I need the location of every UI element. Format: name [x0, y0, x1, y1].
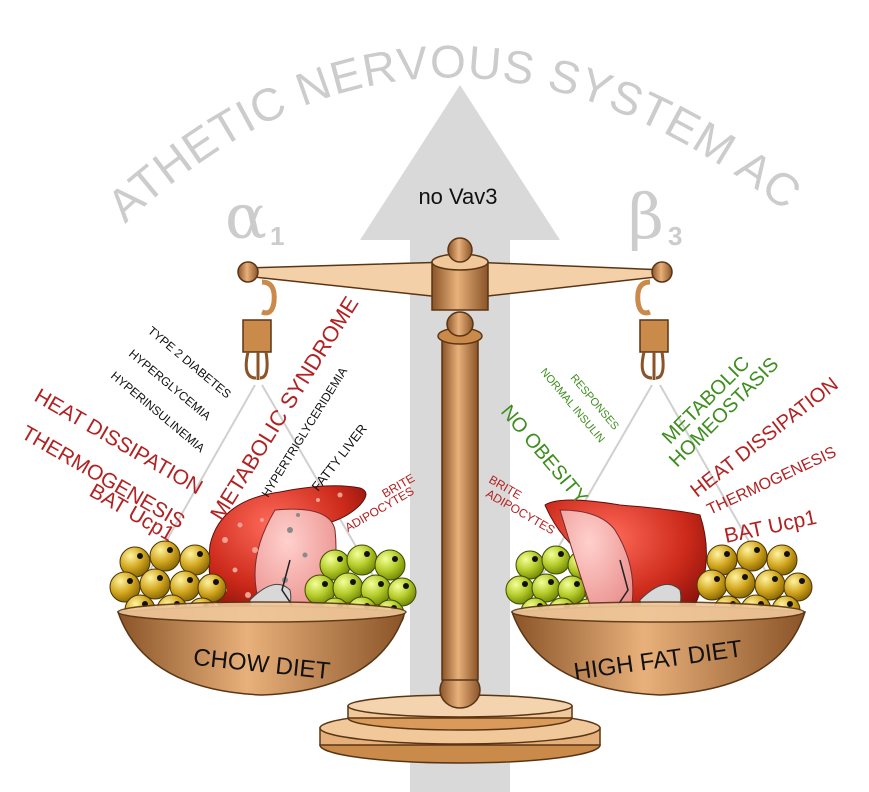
alpha1-receptor: α 1 [225, 180, 284, 253]
scale-base [320, 672, 600, 763]
beta-symbol: β [628, 180, 664, 253]
center-label: no Vav3 [418, 184, 497, 209]
left-pan: CHOW DIET [118, 602, 406, 695]
scale-beam [238, 238, 672, 310]
right-bat-ucp1-label: BAT Ucp1 [722, 506, 818, 548]
fatty-liver-label: FATTY LIVER [309, 421, 370, 494]
beta-subscript: 3 [668, 221, 682, 251]
type2-diabetes-label: TYPE 2 DIABETES [145, 324, 234, 402]
beta3-receptor: β 3 [628, 180, 682, 253]
left-hanger [243, 282, 274, 380]
scale-pillar [438, 312, 482, 680]
right-hanger [638, 282, 668, 380]
right-pan: HIGH FAT DIET [512, 602, 805, 695]
alpha-subscript: 1 [270, 221, 284, 251]
alpha-symbol: α [225, 180, 267, 253]
